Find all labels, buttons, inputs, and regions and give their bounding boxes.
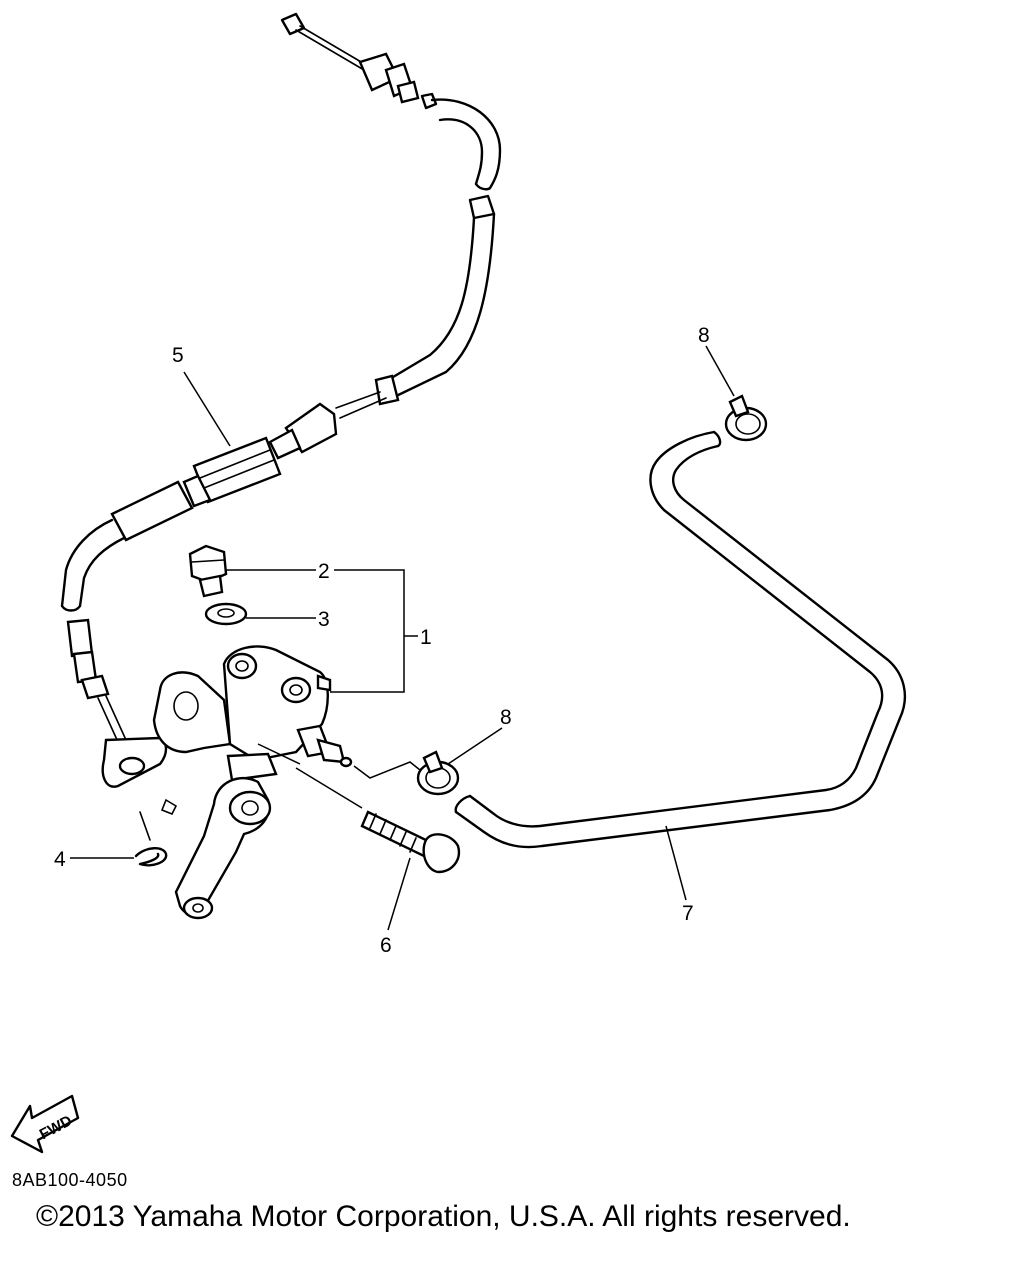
callout-7: 7 bbox=[682, 902, 694, 925]
leader-lines bbox=[70, 345, 735, 931]
callout-6: 6 bbox=[380, 934, 392, 957]
cable-assembly bbox=[60, 12, 502, 750]
clip-part-4 bbox=[134, 811, 168, 867]
callout-2: 2 bbox=[318, 560, 330, 583]
fwd-label: FWD bbox=[37, 1112, 75, 1143]
callout-1: 1 bbox=[420, 626, 432, 649]
callout-8-upper: 8 bbox=[698, 324, 710, 347]
callout-8-lower: 8 bbox=[500, 706, 512, 729]
callout-3: 3 bbox=[318, 608, 330, 631]
callout-numbers: 5 2 3 1 4 6 7 8 8 bbox=[54, 324, 710, 957]
oil-pump-part-1 bbox=[101, 645, 353, 920]
hose-clamp-part-8-upper bbox=[724, 394, 768, 442]
hose-clamp-part-8-lower bbox=[416, 750, 460, 796]
copyright-notice: ©2013 Yamaha Motor Corporation, U.S.A. A… bbox=[36, 1200, 851, 1233]
washer-part-3 bbox=[204, 602, 248, 626]
diagram-reference-code: 8AB100-4050 bbox=[12, 1170, 128, 1190]
screw-part-6 bbox=[360, 810, 461, 874]
bolt-part-2 bbox=[188, 544, 228, 598]
oil-hose-part-7 bbox=[454, 430, 907, 849]
callout-5: 5 bbox=[172, 344, 184, 367]
callout-4: 4 bbox=[54, 848, 66, 871]
fwd-arrow-icon: FWD bbox=[10, 1094, 80, 1154]
